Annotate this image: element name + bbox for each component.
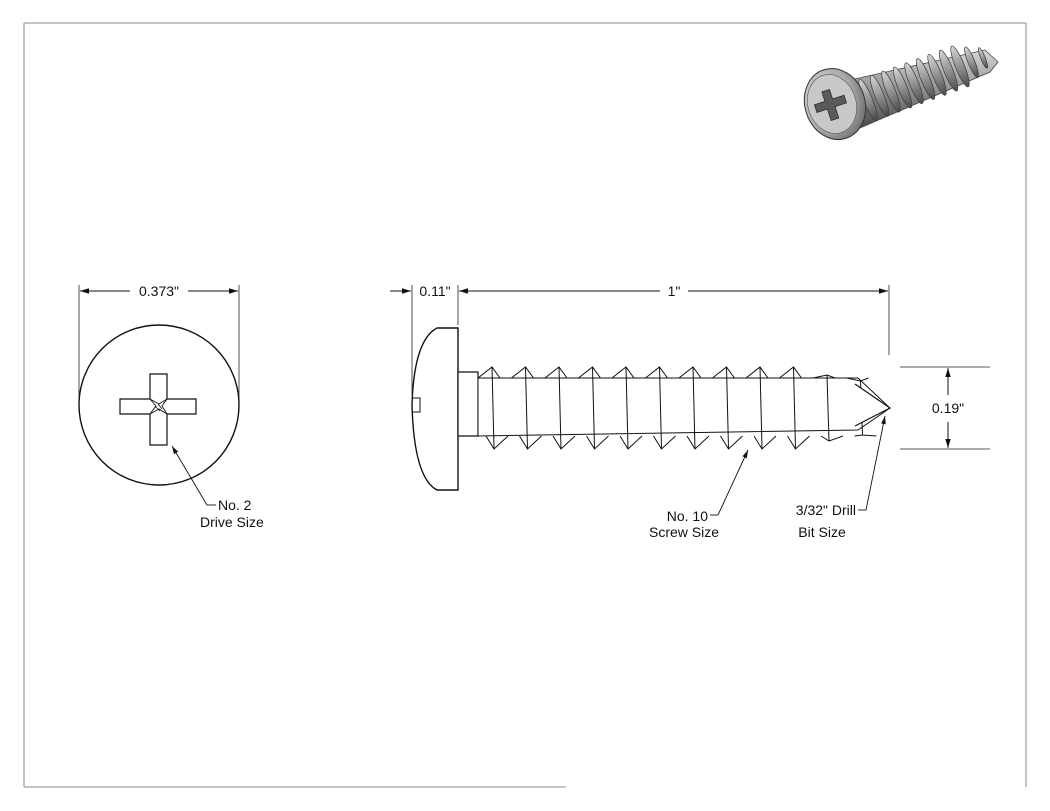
screw-size-callout: No. 10 Screw Size xyxy=(649,449,749,540)
thread-crest xyxy=(477,366,509,450)
screw-3d-thread-ring xyxy=(927,53,947,96)
thread-diameter-value: 0.19" xyxy=(932,400,964,416)
screw-3d-thread-ring xyxy=(915,58,936,100)
thread-crest xyxy=(645,366,676,450)
screw-3d-thread-ring xyxy=(904,62,924,105)
drive-size-callout: No. 2 Drive Size xyxy=(171,445,264,530)
head-diameter-dimension: 0.373" xyxy=(78,283,240,398)
thread-crest xyxy=(544,366,576,450)
thread-crest xyxy=(511,366,542,450)
screw-3d-thread-ring xyxy=(869,74,890,117)
thread-crest xyxy=(678,366,710,450)
thread-crest xyxy=(812,374,844,442)
thread-crest xyxy=(611,366,643,450)
length-value: 1" xyxy=(668,283,681,299)
screw-3d-thread-ring xyxy=(938,49,959,92)
screw-3d-thread-ring xyxy=(950,45,970,88)
thread-crest xyxy=(745,366,777,450)
screw-3d-threads xyxy=(849,45,999,129)
screw-3d-thread-ring xyxy=(892,66,913,109)
screw-size-label-line2: Screw Size xyxy=(649,524,719,540)
screw-side-view xyxy=(411,327,892,491)
thread-profile xyxy=(477,366,877,450)
drive-size-label-line1: No. 2 xyxy=(218,497,252,513)
thread-crest xyxy=(578,366,609,450)
screw-size-label-line1: No. 10 xyxy=(667,508,708,524)
head-height-value: 0.11" xyxy=(419,283,450,299)
screw-3d-thread-ring xyxy=(881,70,901,113)
drill-bit-label-line1: 3/32" Drill xyxy=(796,502,856,518)
drill-bit-callout: 3/32" Drill Bit Size xyxy=(796,415,886,540)
screw-3d-thread-ring xyxy=(964,46,979,78)
thread-diameter-dimension: 0.19" xyxy=(900,366,990,450)
head-height-dimension: 0.11" xyxy=(390,283,459,395)
screw-3d-thread-ring xyxy=(978,47,988,69)
head-top-view xyxy=(78,324,240,486)
drill-bit-label-line2: Bit Size xyxy=(798,524,846,540)
thread-crest xyxy=(712,366,743,450)
thread-crest xyxy=(779,366,810,450)
length-dimension: 1" xyxy=(459,283,890,355)
drive-size-label-line2: Drive Size xyxy=(200,514,264,530)
drawing-frame xyxy=(23,22,1027,788)
head-diameter-value: 0.373" xyxy=(139,283,179,299)
screw-3d-render xyxy=(803,45,999,140)
